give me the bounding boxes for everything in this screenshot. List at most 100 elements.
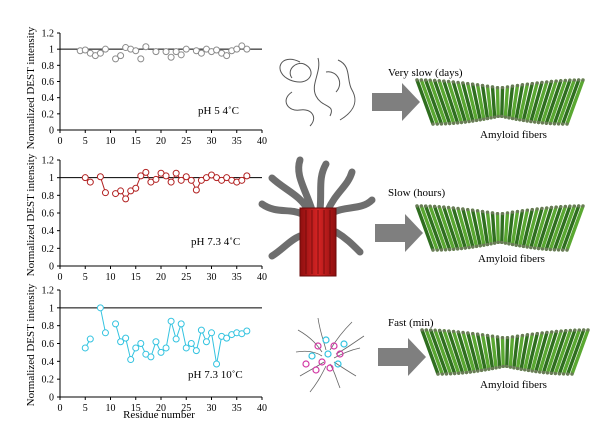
strand-end — [452, 121, 456, 125]
data-point — [152, 48, 160, 56]
condition-label: pH 7.3 4˚C — [191, 236, 240, 248]
strand-end — [557, 372, 562, 376]
x-tick-label: 30 — [207, 136, 217, 147]
beta-strand — [507, 210, 515, 246]
data-point — [167, 53, 175, 61]
beta-strand — [442, 79, 460, 125]
strand-end — [438, 328, 442, 333]
micelle-arm — [258, 200, 306, 218]
x-tick-label: 35 — [232, 272, 242, 283]
beta-strand — [503, 211, 510, 245]
data-point — [132, 184, 140, 192]
strand-end — [545, 80, 549, 84]
data-point — [152, 338, 160, 346]
data-point — [172, 48, 180, 56]
strand-end — [564, 329, 568, 333]
beta-strand — [485, 210, 493, 246]
strand-end — [466, 207, 470, 212]
x-tick-label: 15 — [131, 136, 141, 147]
strand-end — [536, 120, 541, 125]
condition-label: pH 7.3 10˚C — [188, 369, 243, 381]
strand-end — [525, 245, 529, 249]
amyloid-fiber-illustration — [415, 78, 585, 126]
data-point — [177, 176, 185, 184]
beta-strand — [553, 328, 573, 376]
strand-end — [437, 79, 441, 83]
y-tick-label: 0.6 — [42, 209, 55, 220]
strand-end — [485, 242, 490, 247]
strand-end — [420, 328, 424, 332]
beta-strand — [514, 209, 525, 247]
strand-end — [455, 247, 460, 251]
strand-end — [493, 241, 497, 245]
strand-end — [500, 336, 505, 340]
beta-strand — [537, 330, 554, 374]
strand-end — [485, 210, 490, 214]
strand-end — [538, 370, 542, 374]
strand-end — [482, 117, 486, 121]
strand-end — [553, 371, 557, 376]
strand-end — [500, 240, 504, 244]
data-point — [167, 178, 175, 186]
y-tick-label: 0.8 — [42, 321, 55, 332]
fiber-label: Amyloid fibers — [480, 129, 547, 141]
strand-end — [503, 241, 507, 245]
x-tick-label: 30 — [207, 272, 217, 283]
dest-plot-ph5-4c: Normalized DEST intensity pH 5 4˚C 00.20… — [25, 26, 267, 149]
x-tick-label: 5 — [83, 136, 88, 147]
beta-strand — [529, 206, 544, 250]
strand-end — [431, 122, 435, 126]
strand-end — [443, 248, 448, 252]
strand-end — [540, 121, 545, 125]
residue-marker — [340, 340, 348, 348]
x-tick-label: 20 — [156, 403, 166, 414]
speed-label: Fast (min) — [388, 317, 434, 329]
data-point — [197, 326, 205, 334]
data-point — [238, 176, 246, 184]
strand-end — [448, 247, 452, 252]
data-point — [202, 338, 210, 346]
strand-end — [525, 208, 529, 212]
strand-end — [515, 366, 520, 371]
data-point — [192, 347, 200, 355]
beta-strand — [529, 80, 544, 124]
x-tick-label: 5 — [83, 272, 88, 283]
strand-end — [471, 82, 475, 86]
beta-strand — [432, 204, 452, 252]
x-tick-label: 20 — [156, 272, 166, 283]
right-arrow-icon — [372, 83, 420, 121]
x-tick-label: 20 — [156, 136, 166, 147]
micelle-arm — [316, 160, 330, 214]
strand-end — [556, 122, 561, 126]
data-point — [177, 320, 185, 328]
strand-end — [463, 246, 467, 250]
strand-end — [541, 370, 546, 375]
beta-strand — [518, 82, 530, 122]
beta-strand — [447, 329, 465, 375]
strand-end — [566, 372, 570, 376]
dest-plot-ph7-3-10c: Normalized DEST intensity pH 7.3 10˚C Re… — [25, 283, 267, 421]
beta-strand — [490, 85, 497, 119]
strand-end — [514, 117, 518, 121]
strand-end — [490, 211, 495, 215]
amyloid-fiber-illustration — [420, 328, 590, 376]
monomer-strand — [285, 91, 315, 127]
beta-strand — [456, 330, 473, 374]
data-point — [223, 52, 231, 60]
beta-strand — [552, 78, 572, 126]
residue-marker — [312, 366, 320, 374]
data-point — [172, 169, 180, 177]
strand-end — [490, 366, 495, 371]
data-point — [112, 320, 120, 328]
beta-strand — [536, 205, 554, 251]
x-tick-label: 40 — [257, 136, 267, 147]
beta-strand — [437, 205, 456, 251]
strand-end — [508, 365, 512, 369]
x-tick-label: 15 — [131, 272, 141, 283]
strand-end — [549, 371, 553, 375]
strand-end — [442, 329, 446, 333]
data-point — [182, 45, 190, 53]
data-point — [81, 46, 89, 54]
strand-end — [565, 248, 569, 252]
strand-end — [523, 368, 527, 372]
